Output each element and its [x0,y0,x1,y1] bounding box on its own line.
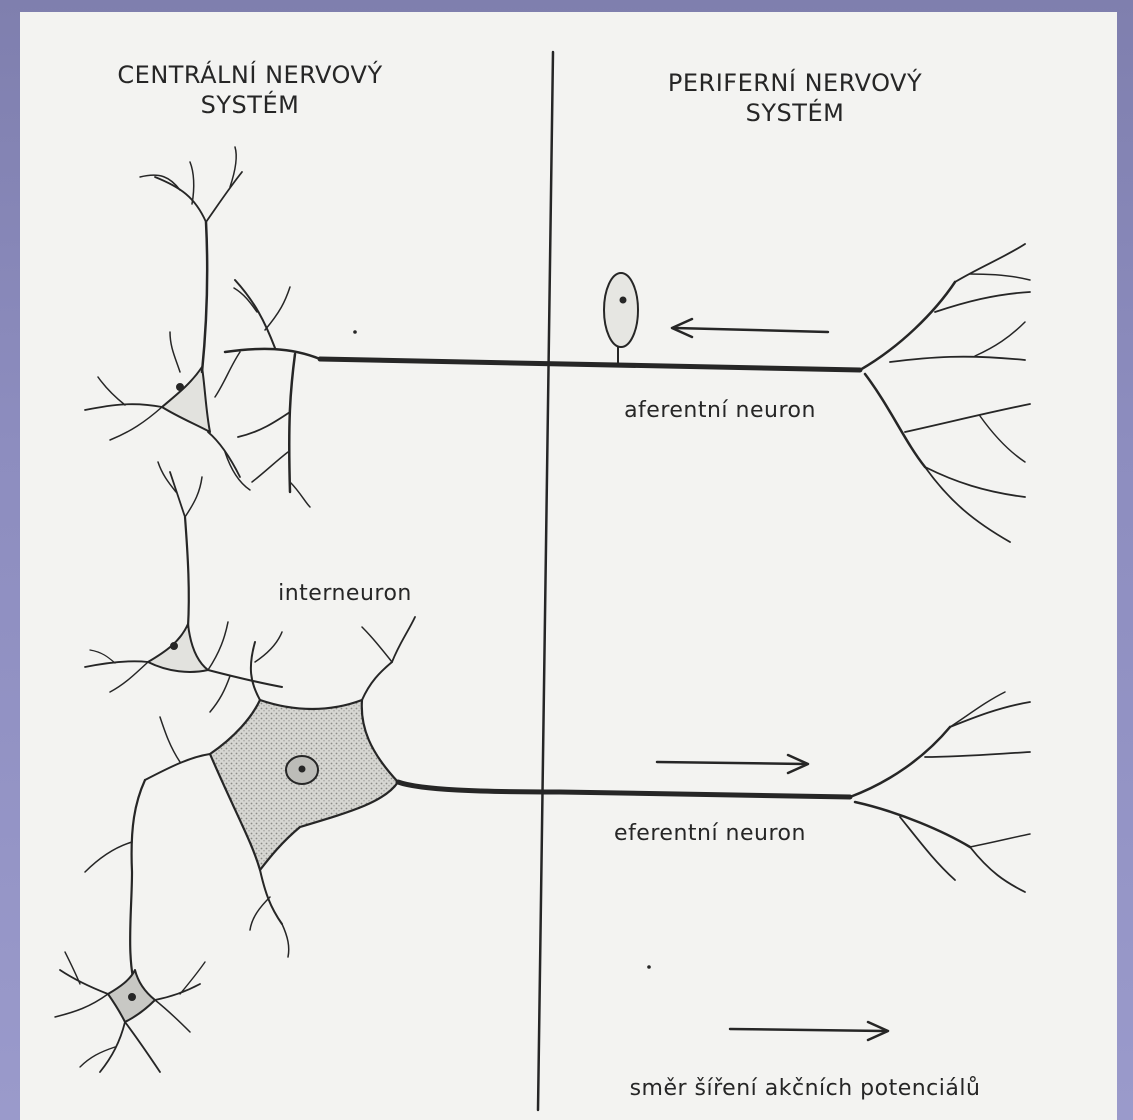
efferent-axon [398,782,850,797]
legend-label: směr šíření akčních potenciálů [585,1075,1025,1103]
cns-heading: CENTRÁLNÍ NERVOVÝ SYSTÉM [60,60,440,120]
afferent-soma [604,273,638,347]
afferent-axon [320,359,860,370]
neuron-diagram [20,12,1117,1120]
afferent-label: aferentní neuron [595,397,845,425]
divider-line [538,52,553,1110]
scanned-page: CENTRÁLNÍ NERVOVÝ SYSTÉM PERIFERNÍ NERVO… [20,12,1117,1120]
soma-top [162,367,210,432]
afferent-neuron [215,244,1030,542]
interneuron-label: interneuron [245,580,445,608]
pns-heading: PERIFERNÍ NERVOVÝ SYSTÉM [600,68,990,128]
afferent-direction-arrow [672,319,828,337]
interneuron-top [85,147,250,490]
legend-arrow [730,1022,888,1040]
efferent-label: eferentní neuron [580,820,840,848]
interneuron-bottom [55,952,205,1072]
efferent-direction-arrow [657,755,808,773]
efferent-soma [210,700,398,870]
interneuron-soma [148,624,208,672]
afferent-nucleus [620,297,626,303]
